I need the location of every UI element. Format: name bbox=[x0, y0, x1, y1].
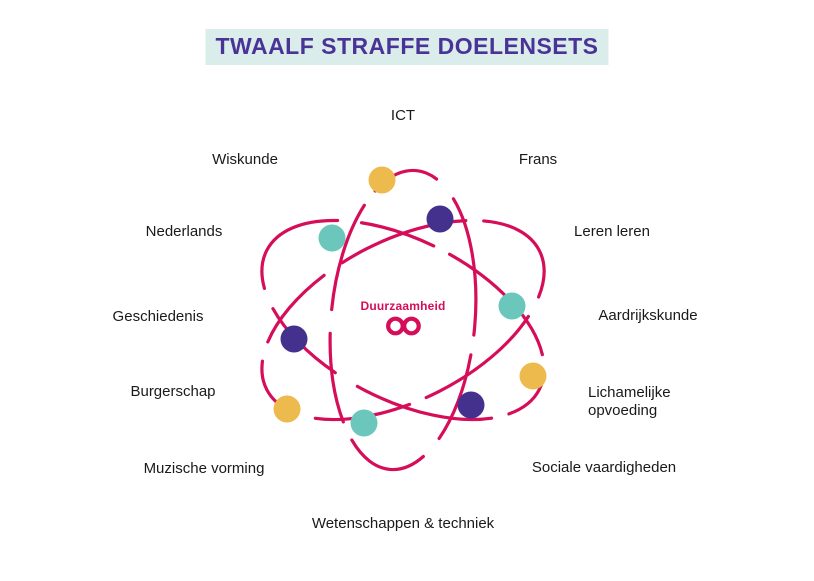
subject-label: Nederlands bbox=[145, 223, 223, 240]
orbit-ellipse-1 bbox=[260, 218, 546, 422]
electron-dot-teal bbox=[498, 292, 526, 320]
electron-dot-yellow bbox=[273, 395, 301, 423]
subject-label: Leren leren bbox=[574, 223, 650, 240]
electron-dot-yellow bbox=[519, 362, 547, 390]
subject-label: Aardrijkskunde bbox=[598, 307, 698, 324]
orbit-ellipse-3 bbox=[328, 168, 478, 472]
subject-label: Lichamelijke opvoeding bbox=[588, 384, 671, 419]
page-title: TWAALF STRAFFE DOELENSETS bbox=[205, 29, 609, 65]
infinity-icon bbox=[385, 316, 421, 336]
electron-dot-purple bbox=[426, 205, 454, 233]
subject-label: Wiskunde bbox=[212, 151, 278, 168]
subject-label: Muzische vorming bbox=[143, 460, 265, 477]
subject-label: Sociale vaardigheden bbox=[531, 459, 677, 476]
subject-label: ICT bbox=[390, 107, 416, 124]
nucleus-label: Duurzaamheid bbox=[360, 299, 446, 313]
electron-dot-teal bbox=[350, 409, 378, 437]
orbit-ellipse-2 bbox=[260, 218, 546, 422]
subject-label: Frans bbox=[518, 151, 558, 168]
electron-dot-teal bbox=[318, 224, 346, 252]
electron-dot-purple bbox=[280, 325, 308, 353]
subject-label: Geschiedenis bbox=[112, 308, 204, 325]
subject-label: Wetenschappen & techniek bbox=[311, 515, 495, 532]
electron-dot-purple bbox=[457, 391, 485, 419]
electron-dot-yellow bbox=[368, 166, 396, 194]
nucleus: Duurzaamheid bbox=[360, 299, 445, 337]
subject-label: Burgerschap bbox=[130, 383, 216, 400]
